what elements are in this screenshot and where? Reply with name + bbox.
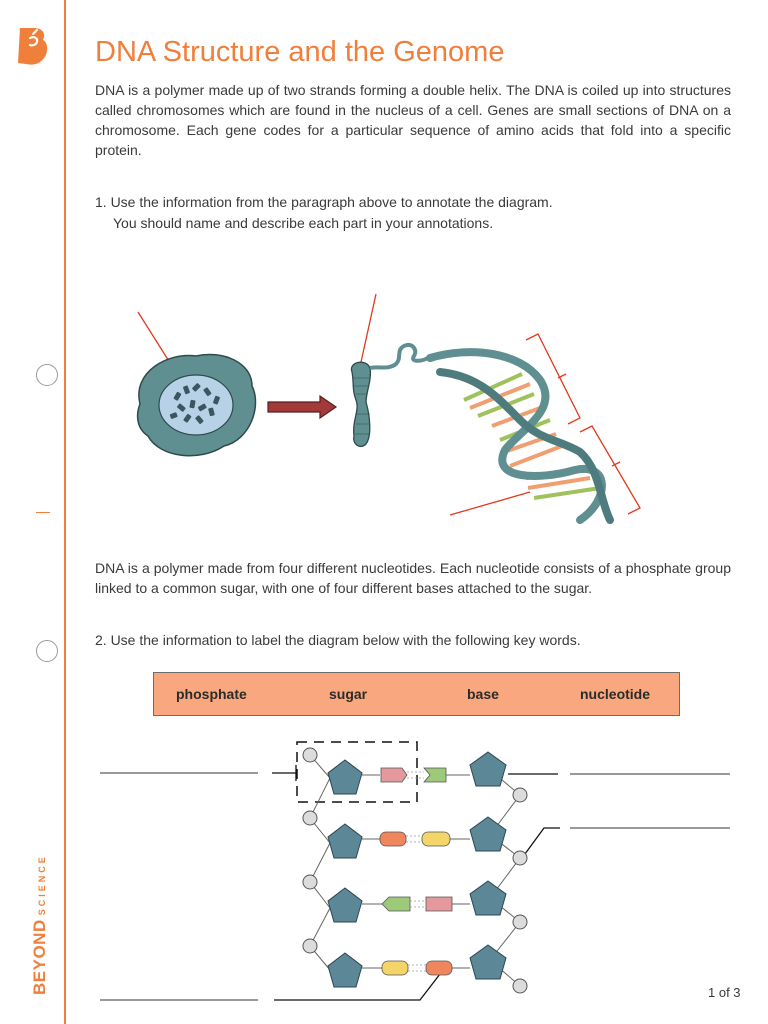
intro-paragraph: DNA is a polymer made up of two strands … (95, 82, 731, 158)
annotation-line-chromosome (360, 293, 377, 363)
brand-sub: SCIENCE (37, 854, 47, 916)
question-2: 2. Use the information to label the diag… (95, 630, 581, 651)
phosphate-group-left (302, 747, 318, 954)
binder-hole-top (36, 364, 58, 386)
bracket-gene-2 (579, 425, 641, 515)
nucleotide-paragraph: DNA is a polymer made from four differen… (95, 560, 731, 596)
brand-main: BEYOND (30, 919, 49, 995)
question-2-line-1: 2. Use the information to label the diag… (95, 632, 581, 648)
keyword-sugar: sugar (329, 686, 368, 702)
sugar-pentagons-left (327, 759, 363, 988)
binder-hole-bottom (36, 640, 58, 662)
keyword-phosphate: phosphate (176, 686, 247, 702)
bracket-gene-1 (525, 333, 581, 425)
question-1: 1. Use the information from the paragrap… (95, 192, 553, 234)
dna-helix-icon (426, 348, 614, 524)
beyond-b-logo-icon (18, 28, 48, 65)
phosphate-group-right (512, 787, 528, 994)
fold-tick (36, 512, 50, 513)
base-pairs (379, 767, 453, 976)
keyword-box: phosphate sugar base nucleotide (153, 672, 680, 716)
arrow-icon (267, 394, 338, 420)
keyword-base: base (467, 686, 499, 702)
nucleotide-highlight-box (296, 741, 418, 803)
margin-line (64, 0, 66, 1024)
question-1-line-1: 1. Use the information from the paragrap… (95, 194, 553, 210)
brand-vertical: BEYOND SCIENCE (18, 845, 49, 995)
question-1-line-2: You should name and describe each part i… (113, 215, 494, 231)
sugar-pentagons-right (469, 751, 507, 980)
keyword-nucleotide: nucleotide (580, 686, 651, 702)
annotation-line-cell (137, 311, 173, 367)
page-title: DNA Structure and the Genome (95, 36, 505, 68)
chromosome-icon (350, 343, 429, 448)
annotation-line-dna (449, 491, 531, 516)
page-number: 1 of 3 (708, 985, 741, 1000)
cell-icon (136, 353, 257, 457)
